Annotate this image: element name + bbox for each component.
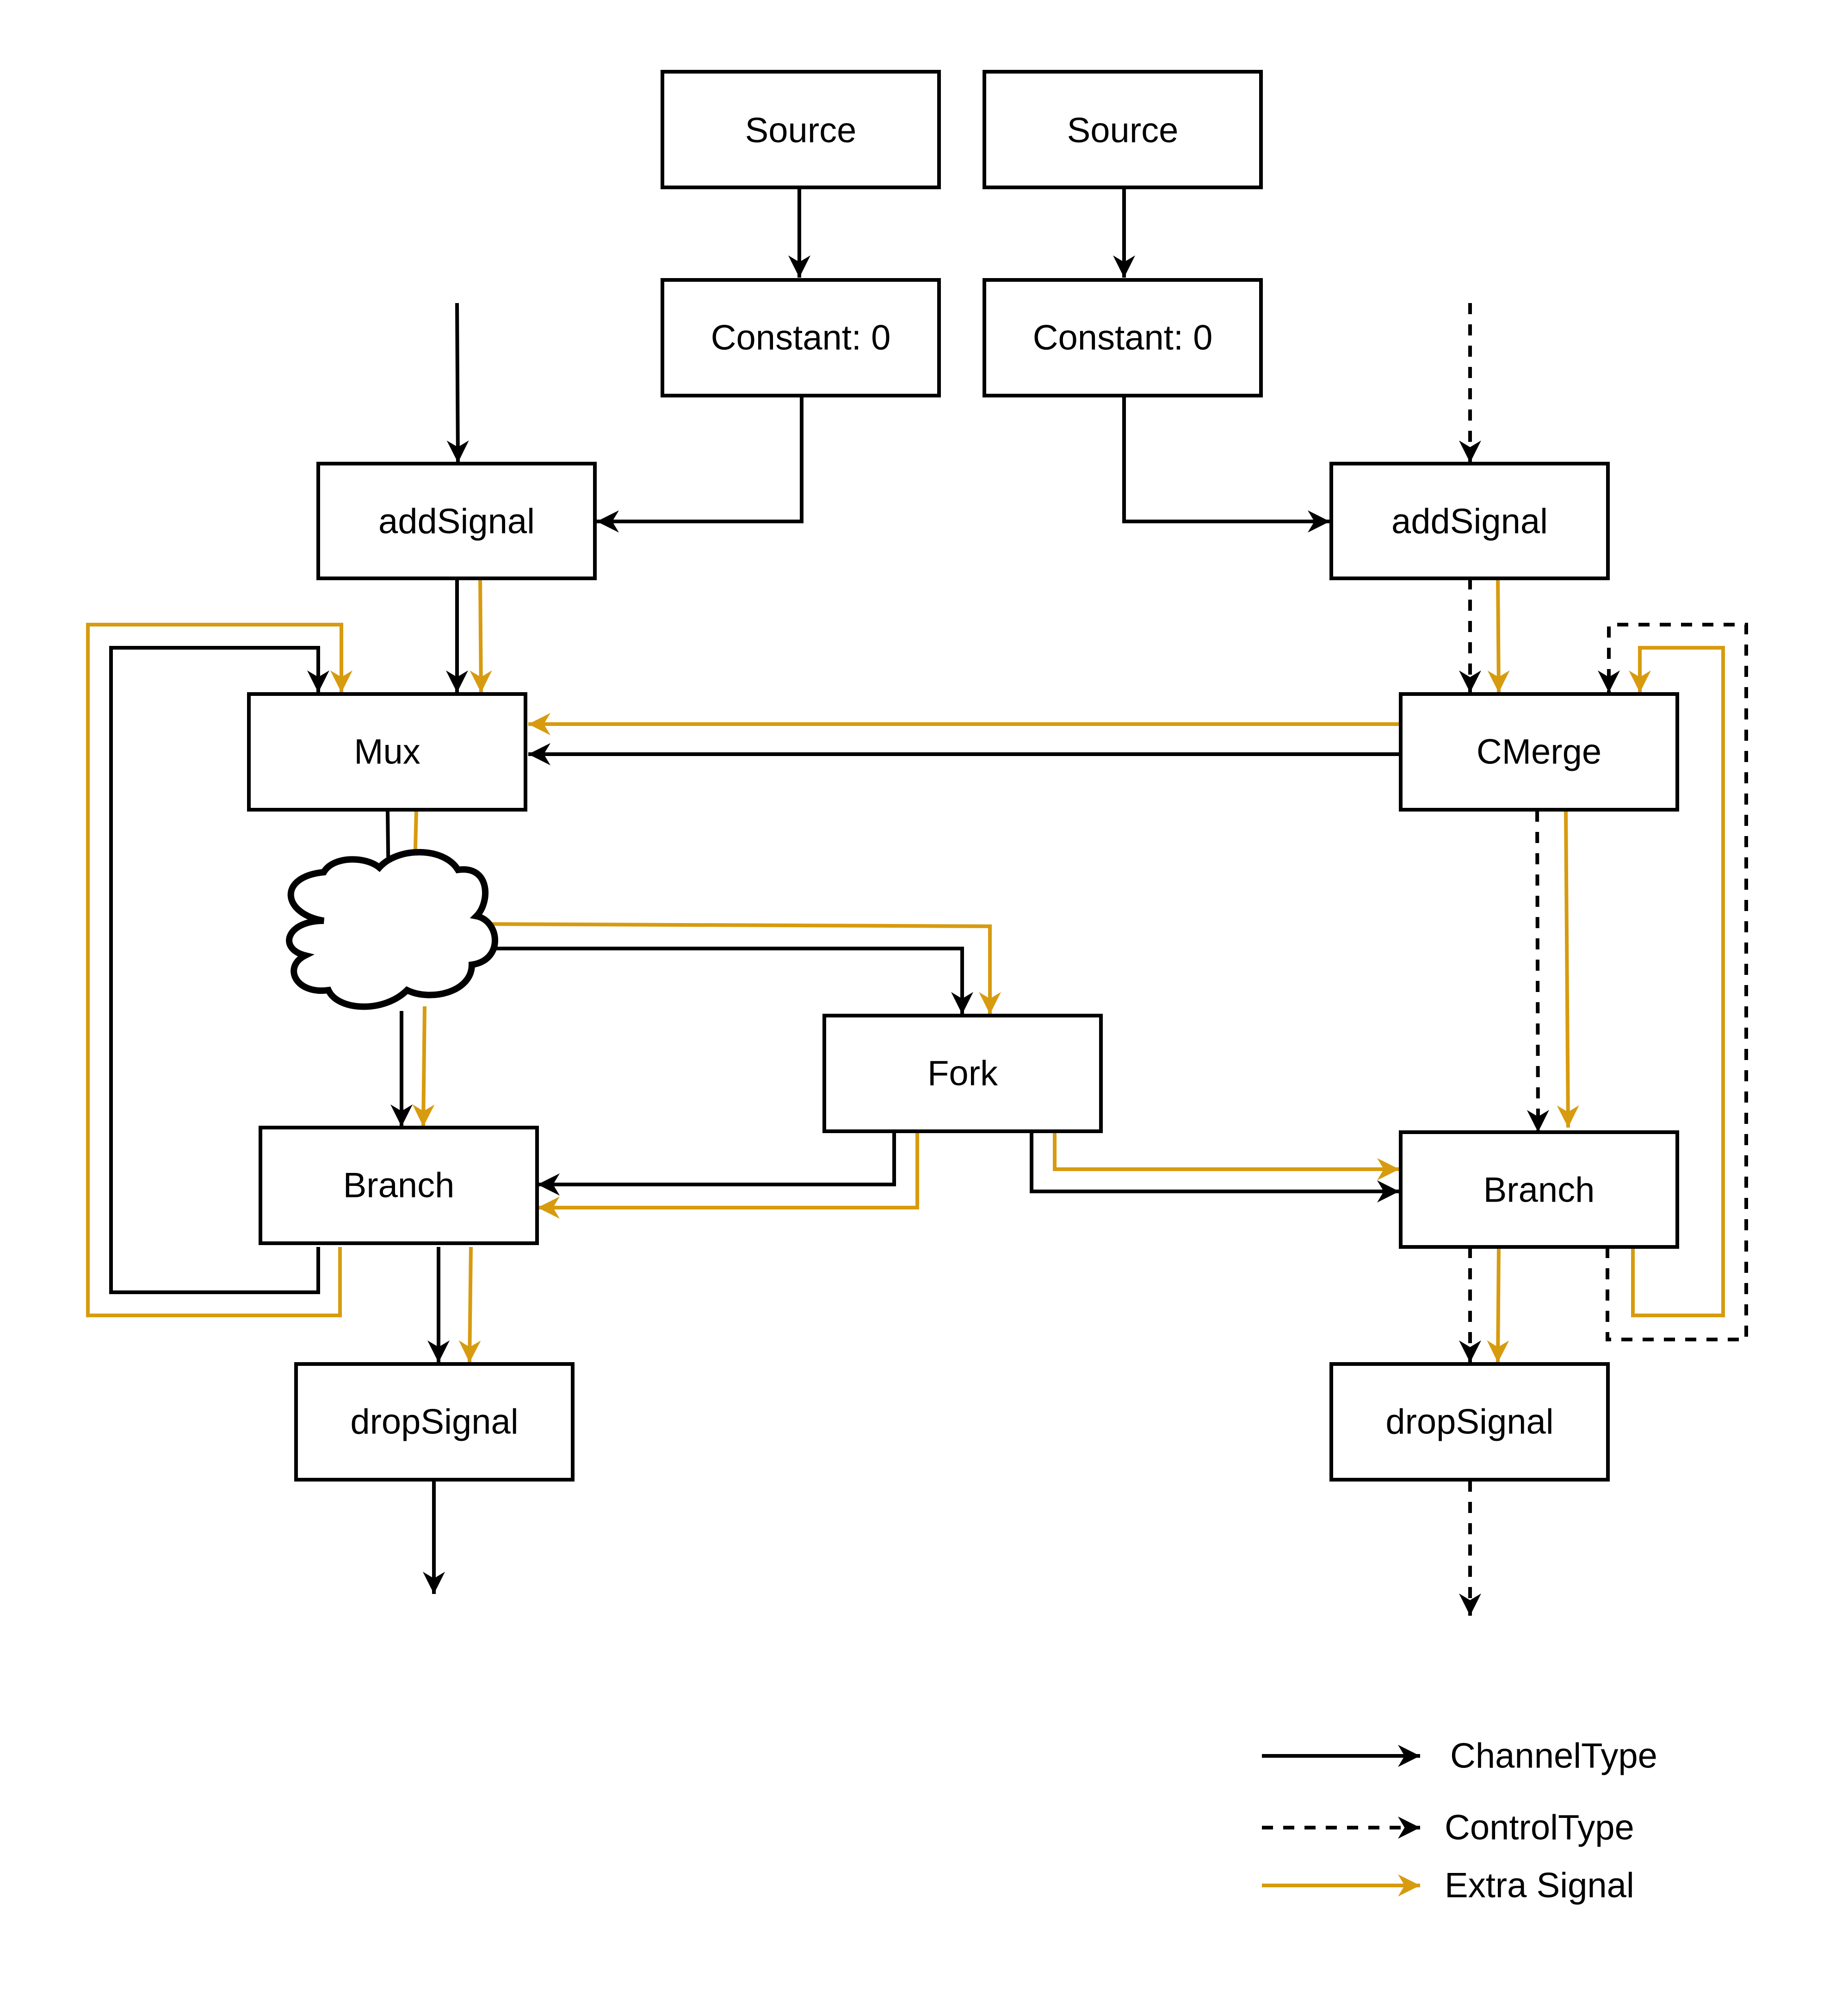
node-label: Branch [343, 1166, 455, 1205]
edge-branch-right-loop-to-cmerge-extra [1629, 646, 1725, 1317]
edge-branch-right-loop-to-cmerge [1598, 623, 1748, 1341]
node-label: Fork [927, 1054, 998, 1093]
node-source-right: Source [983, 70, 1263, 189]
node-constant-right: Constant: 0 [983, 278, 1263, 397]
node-addsignal-right: addSignal [1329, 462, 1610, 580]
edge-fork-to-branch-left-extra [538, 1133, 919, 1219]
legend: ChannelType ControlType Extra Signal [1262, 1736, 1657, 1905]
edge-branch-right-to-dropsignal-right-extra [1487, 1246, 1509, 1363]
node-label: dropSignal [350, 1402, 518, 1442]
node-fork: Fork [822, 1014, 1103, 1133]
edge-addsignal-left-to-mux-extra [470, 578, 492, 693]
edge-cloud-to-fork [483, 947, 973, 1014]
node-cmerge: CMerge [1399, 692, 1679, 812]
edge-branch-left-loop-to-mux [109, 646, 329, 1294]
edge-branch-left-to-dropsignal-left-extra [458, 1246, 481, 1363]
cloud-icon [286, 849, 498, 1010]
edge-cmerge-to-branch-right-extra [1557, 810, 1579, 1128]
edge-cloud-to-fork-extra [483, 922, 1001, 1014]
edge-cmerge-to-branch-right [1527, 810, 1549, 1133]
node-branch-right: Branch [1399, 1130, 1679, 1249]
node-label: dropSignal [1385, 1402, 1553, 1442]
node-label: addSignal [1391, 502, 1548, 541]
edge-fork-to-branch-right [1030, 1133, 1399, 1203]
node-constant-left: Constant: 0 [661, 278, 941, 397]
legend-item-channel: ChannelType [1262, 1736, 1657, 1776]
node-label: CMerge [1477, 732, 1601, 772]
node-label: Source [745, 111, 857, 150]
edge-fork-to-branch-left [538, 1133, 896, 1196]
edge-constant-left-to-addsignal-left [597, 396, 803, 533]
node-label: Source [1067, 111, 1179, 150]
node-label: Constant: 0 [1033, 318, 1213, 358]
node-label: addSignal [378, 502, 535, 541]
node-label: Constant: 0 [711, 318, 891, 358]
edge-cloud-to-branch-left-extra [412, 1006, 435, 1127]
legend-label: Extra Signal [1445, 1866, 1634, 1905]
node-label: Branch [1483, 1171, 1595, 1210]
node-label: Mux [354, 732, 420, 772]
legend-item-extra: Extra Signal [1262, 1866, 1634, 1905]
edge-addsignal-right-to-cmerge-extra [1487, 576, 1510, 693]
edge-fork-to-branch-right-extra [1053, 1133, 1399, 1180]
edge-branch-left-loop-to-mux-extra [86, 623, 352, 1317]
node-branch-left: Branch [259, 1126, 539, 1245]
node-dropsignal-left: dropSignal [294, 1362, 575, 1482]
node-addsignal-left: addSignal [316, 462, 597, 580]
legend-label: ControlType [1445, 1808, 1634, 1848]
legend-item-control: ControlType [1262, 1808, 1634, 1848]
edge-constant-right-to-addsignal-right [1122, 396, 1330, 533]
edge-input-to-addsignal-left [446, 303, 469, 463]
legend-label: ChannelType [1450, 1736, 1657, 1776]
node-dropsignal-right: dropSignal [1329, 1362, 1610, 1482]
node-source-left: Source [661, 70, 941, 189]
node-mux: Mux [247, 692, 527, 812]
